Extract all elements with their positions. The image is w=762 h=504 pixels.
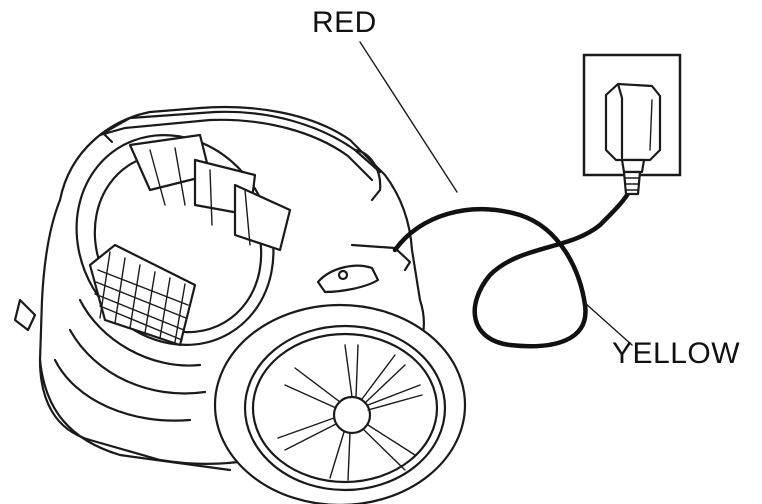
yellow-leader-line xyxy=(584,302,633,346)
red-label: RED xyxy=(312,6,377,39)
filter-mesh xyxy=(88,243,197,347)
wheel-spokes xyxy=(277,344,423,481)
power-cord xyxy=(392,187,633,349)
vacuum-cleaner xyxy=(13,105,425,472)
power-plug xyxy=(604,82,662,196)
rear-wheel xyxy=(213,303,467,504)
red-leader-line xyxy=(359,41,458,193)
yellow-label: YELLOW xyxy=(612,337,741,370)
